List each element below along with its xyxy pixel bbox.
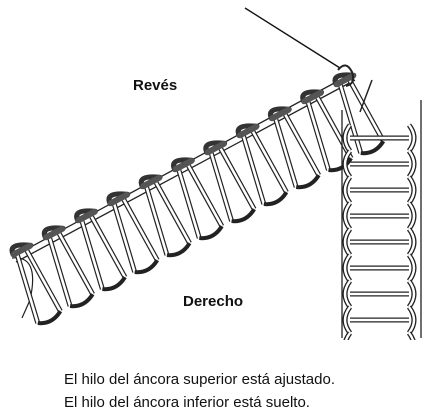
band-leg-fill: [47, 235, 72, 307]
band-leg-fill: [209, 150, 233, 222]
column-loop-right-fill: [408, 306, 416, 334]
column-loop-right-fill: [408, 280, 416, 308]
band-anchor-bar: [301, 89, 324, 105]
band-anchor-bar: [269, 106, 292, 122]
band-bottom-loop: [166, 242, 192, 258]
band-top-strand-2: [15, 79, 356, 263]
band-bottom-loop: [69, 293, 95, 309]
band-anchor-bar: [140, 174, 163, 190]
column-loop-left-fill: [343, 228, 351, 256]
band-anchor-bar: [334, 72, 356, 88]
caption-line-1: El hilo del áncora superior está ajustad…: [64, 371, 335, 388]
band-leg-fill: [338, 82, 363, 154]
column-loop-left-fill: [343, 176, 351, 204]
band-leg-fill: [153, 179, 191, 244]
band-bottom-loop: [295, 174, 321, 190]
fabric-column-stitches: [341, 100, 422, 340]
band-leg-fill: [80, 218, 104, 290]
band-leg-fill: [24, 247, 62, 312]
needle-loop: [337, 64, 355, 87]
column-loop-right-fill: [408, 202, 416, 230]
column-loop-left-fill: [343, 254, 351, 282]
band-leg-fill: [273, 116, 298, 188]
band-bottom-loop: [231, 208, 256, 224]
fabric-band-stitches: [9, 72, 386, 326]
column-loop-left-fill: [343, 150, 351, 178]
column-loop-right-fill: [408, 150, 416, 178]
label-right-side: Derecho: [183, 293, 244, 310]
band-leg-fill: [121, 196, 159, 261]
band-leg-fill: [241, 133, 266, 205]
column-loop-right-fill: [408, 254, 416, 282]
band-anchor-bar: [172, 157, 195, 173]
band-leg-fill: [144, 184, 169, 256]
column-loop-left-fill: [344, 332, 351, 340]
band-leg-fill: [282, 111, 320, 176]
needle: [359, 79, 373, 113]
column-loop-right-fill: [408, 124, 416, 152]
caption-line-2: El hilo del áncora inferior está suelto.: [64, 394, 310, 411]
band-leg-fill: [250, 128, 288, 193]
band-leg-fill: [112, 201, 136, 273]
band-anchor-bar: [204, 140, 227, 156]
band-leg-fill: [306, 99, 330, 171]
band-anchor-bar: [43, 225, 66, 241]
column-loop-right-fill: [408, 176, 416, 204]
band-leg-fill: [56, 230, 94, 295]
band-anchor-bar: [107, 191, 130, 207]
band-bottom-loop: [199, 225, 224, 241]
band-leg-fill: [185, 162, 224, 227]
band-anchor-bar: [75, 208, 98, 224]
needle-thread: [244, 7, 341, 69]
band-leg-fill: [15, 252, 40, 324]
column-loop-left-fill: [343, 124, 351, 152]
band-leg-fill: [218, 145, 256, 210]
column-loop-right-fill: [408, 332, 415, 340]
band-leg-fill: [347, 77, 385, 142]
column-loop-right-fill: [408, 228, 416, 256]
band-leg-fill: [89, 213, 127, 278]
band-leg-fill: [176, 167, 201, 239]
column-loop-left-fill: [343, 306, 351, 334]
band-bottom-loop: [263, 191, 289, 207]
band-anchor-bar: [11, 242, 33, 258]
stitch-diagram: [9, 7, 422, 340]
band-anchor-bar: [237, 123, 260, 139]
band-bottom-loop: [37, 310, 63, 326]
column-loop-left-fill: [343, 280, 351, 308]
band-bottom-loop: [360, 140, 386, 156]
label-reverse-side: Revés: [133, 77, 178, 94]
band-bottom-loop: [134, 259, 159, 275]
column-loop-left-fill: [343, 202, 351, 230]
band-bottom-loop: [328, 157, 353, 173]
band-bottom-loop: [102, 276, 127, 292]
